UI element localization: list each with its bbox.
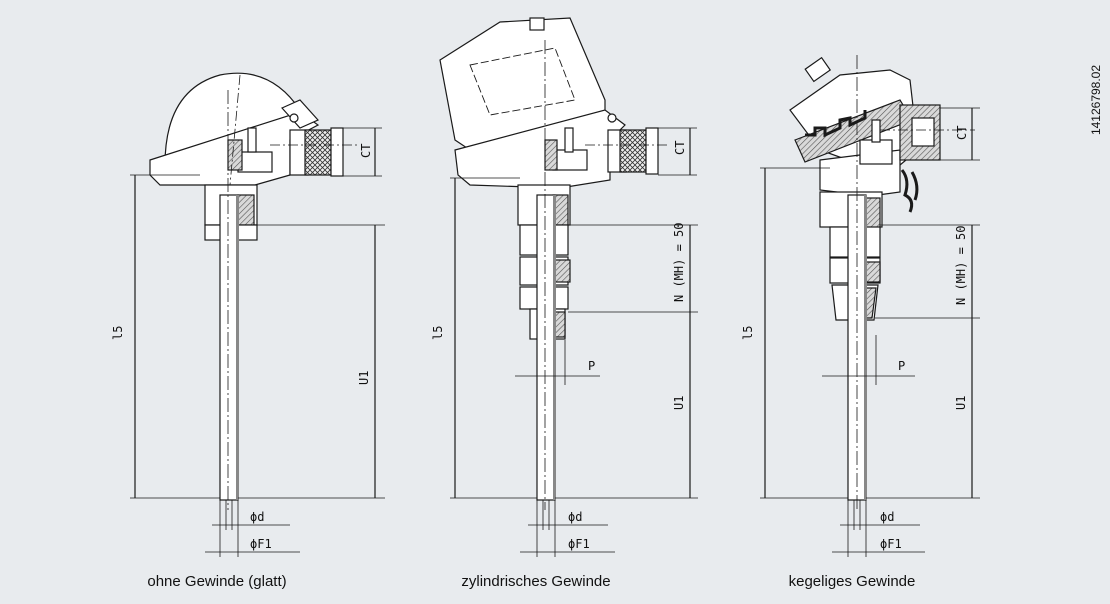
- protective-tube: [536, 194, 556, 501]
- drawing-right: [760, 55, 980, 557]
- label-n-right: N (MH) = 50: [954, 226, 968, 305]
- label-p-middle: P: [588, 359, 595, 373]
- label-f1-right: ϕF1: [880, 537, 902, 551]
- cable-gland: [304, 129, 332, 176]
- label-l5-middle: l5: [431, 326, 445, 340]
- label-n-middle: N (MH) = 50: [672, 223, 686, 302]
- label-u1-middle: U1: [672, 396, 686, 410]
- drawing-number: 14126798.02: [1089, 65, 1103, 135]
- drawing-left: [130, 72, 385, 557]
- label-l5-left: l5: [111, 326, 125, 340]
- label-p-right: P: [898, 359, 905, 373]
- cable-gland: [619, 129, 647, 173]
- caption-middle: zylindrisches Gewinde: [461, 573, 610, 590]
- caption-left: ohne Gewinde (glatt): [147, 573, 286, 590]
- protective-tube: [219, 194, 239, 501]
- caption-right: kegeliges Gewinde: [789, 573, 916, 590]
- label-f1-middle: ϕF1: [568, 537, 590, 551]
- label-d-right: ϕd: [880, 510, 894, 524]
- drawing-middle: [439, 17, 698, 557]
- label-u1-right: U1: [954, 396, 968, 410]
- dome-cover: [164, 72, 301, 166]
- rect-cover: [439, 17, 606, 151]
- label-l5-right: l5: [741, 326, 755, 340]
- chain: [900, 169, 914, 213]
- label-f1-left: ϕF1: [250, 537, 272, 551]
- label-ct-left: CT: [359, 144, 373, 158]
- label-ct-middle: CT: [673, 141, 687, 155]
- label-d-left: ϕd: [250, 510, 264, 524]
- label-d-middle: ϕd: [568, 510, 582, 524]
- label-ct-right: CT: [955, 126, 969, 140]
- label-u1-left: U1: [357, 371, 371, 385]
